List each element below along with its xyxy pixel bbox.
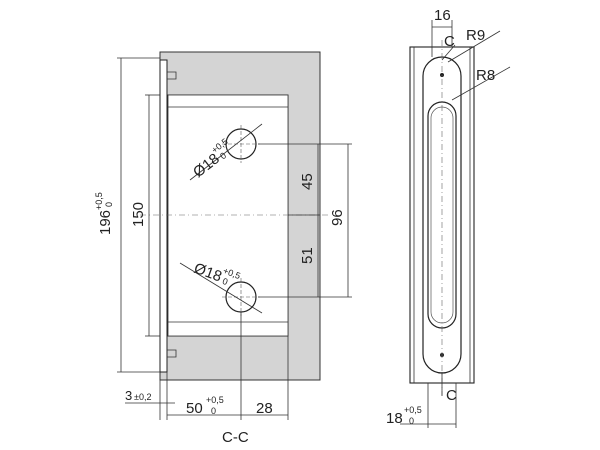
- front-plate: [159, 59, 168, 373]
- side-view: [400, 20, 511, 428]
- side-dimensions: 16 C R9 R8 C 18 +0,5 0: [386, 7, 495, 427]
- dim-hole-spacing: 96: [329, 209, 346, 226]
- dim-depth: 50: [186, 400, 203, 417]
- section-marker-top: C: [444, 33, 455, 50]
- dim-radius-outer: R9: [466, 27, 485, 44]
- dim-plate-thickness: 3: [125, 388, 132, 403]
- dim-height-total-tol-lower: 0: [104, 202, 114, 207]
- section-label: C-C: [222, 429, 249, 446]
- section-view: [117, 51, 352, 420]
- dim-slot-width: 18: [386, 410, 403, 427]
- dim-upper-offset: 45: [299, 173, 316, 190]
- section-dimensions: 196 +0,5 0 150 Ø18 +0,5 0 Ø18 +0,5 0 45 …: [94, 136, 346, 446]
- section-marker-bottom: C: [446, 387, 457, 404]
- dim-depth-tol-upper: +0,5: [206, 395, 224, 405]
- dim-slot-width-tol-upper: +0,5: [404, 405, 422, 415]
- dim-hole-top-tol-lower: 0: [218, 150, 228, 161]
- dim-side-width: 16: [434, 7, 451, 24]
- dim-slot-width-tol-lower: 0: [409, 416, 414, 426]
- dim-hole-offset: 28: [256, 400, 273, 417]
- dim-height-inner: 150: [130, 202, 147, 227]
- dim-plate-thickness-tol: ±0,2: [134, 392, 151, 402]
- dim-hole-bottom-tol-lower: 0: [221, 276, 229, 287]
- dim-lower-offset: 51: [299, 247, 316, 264]
- dim-height-total: 196: [97, 210, 114, 235]
- dim-height-total-tol-upper: +0,5: [94, 192, 104, 210]
- dim-depth-tol-lower: 0: [211, 406, 216, 416]
- dim-radius-inner: R8: [476, 67, 495, 84]
